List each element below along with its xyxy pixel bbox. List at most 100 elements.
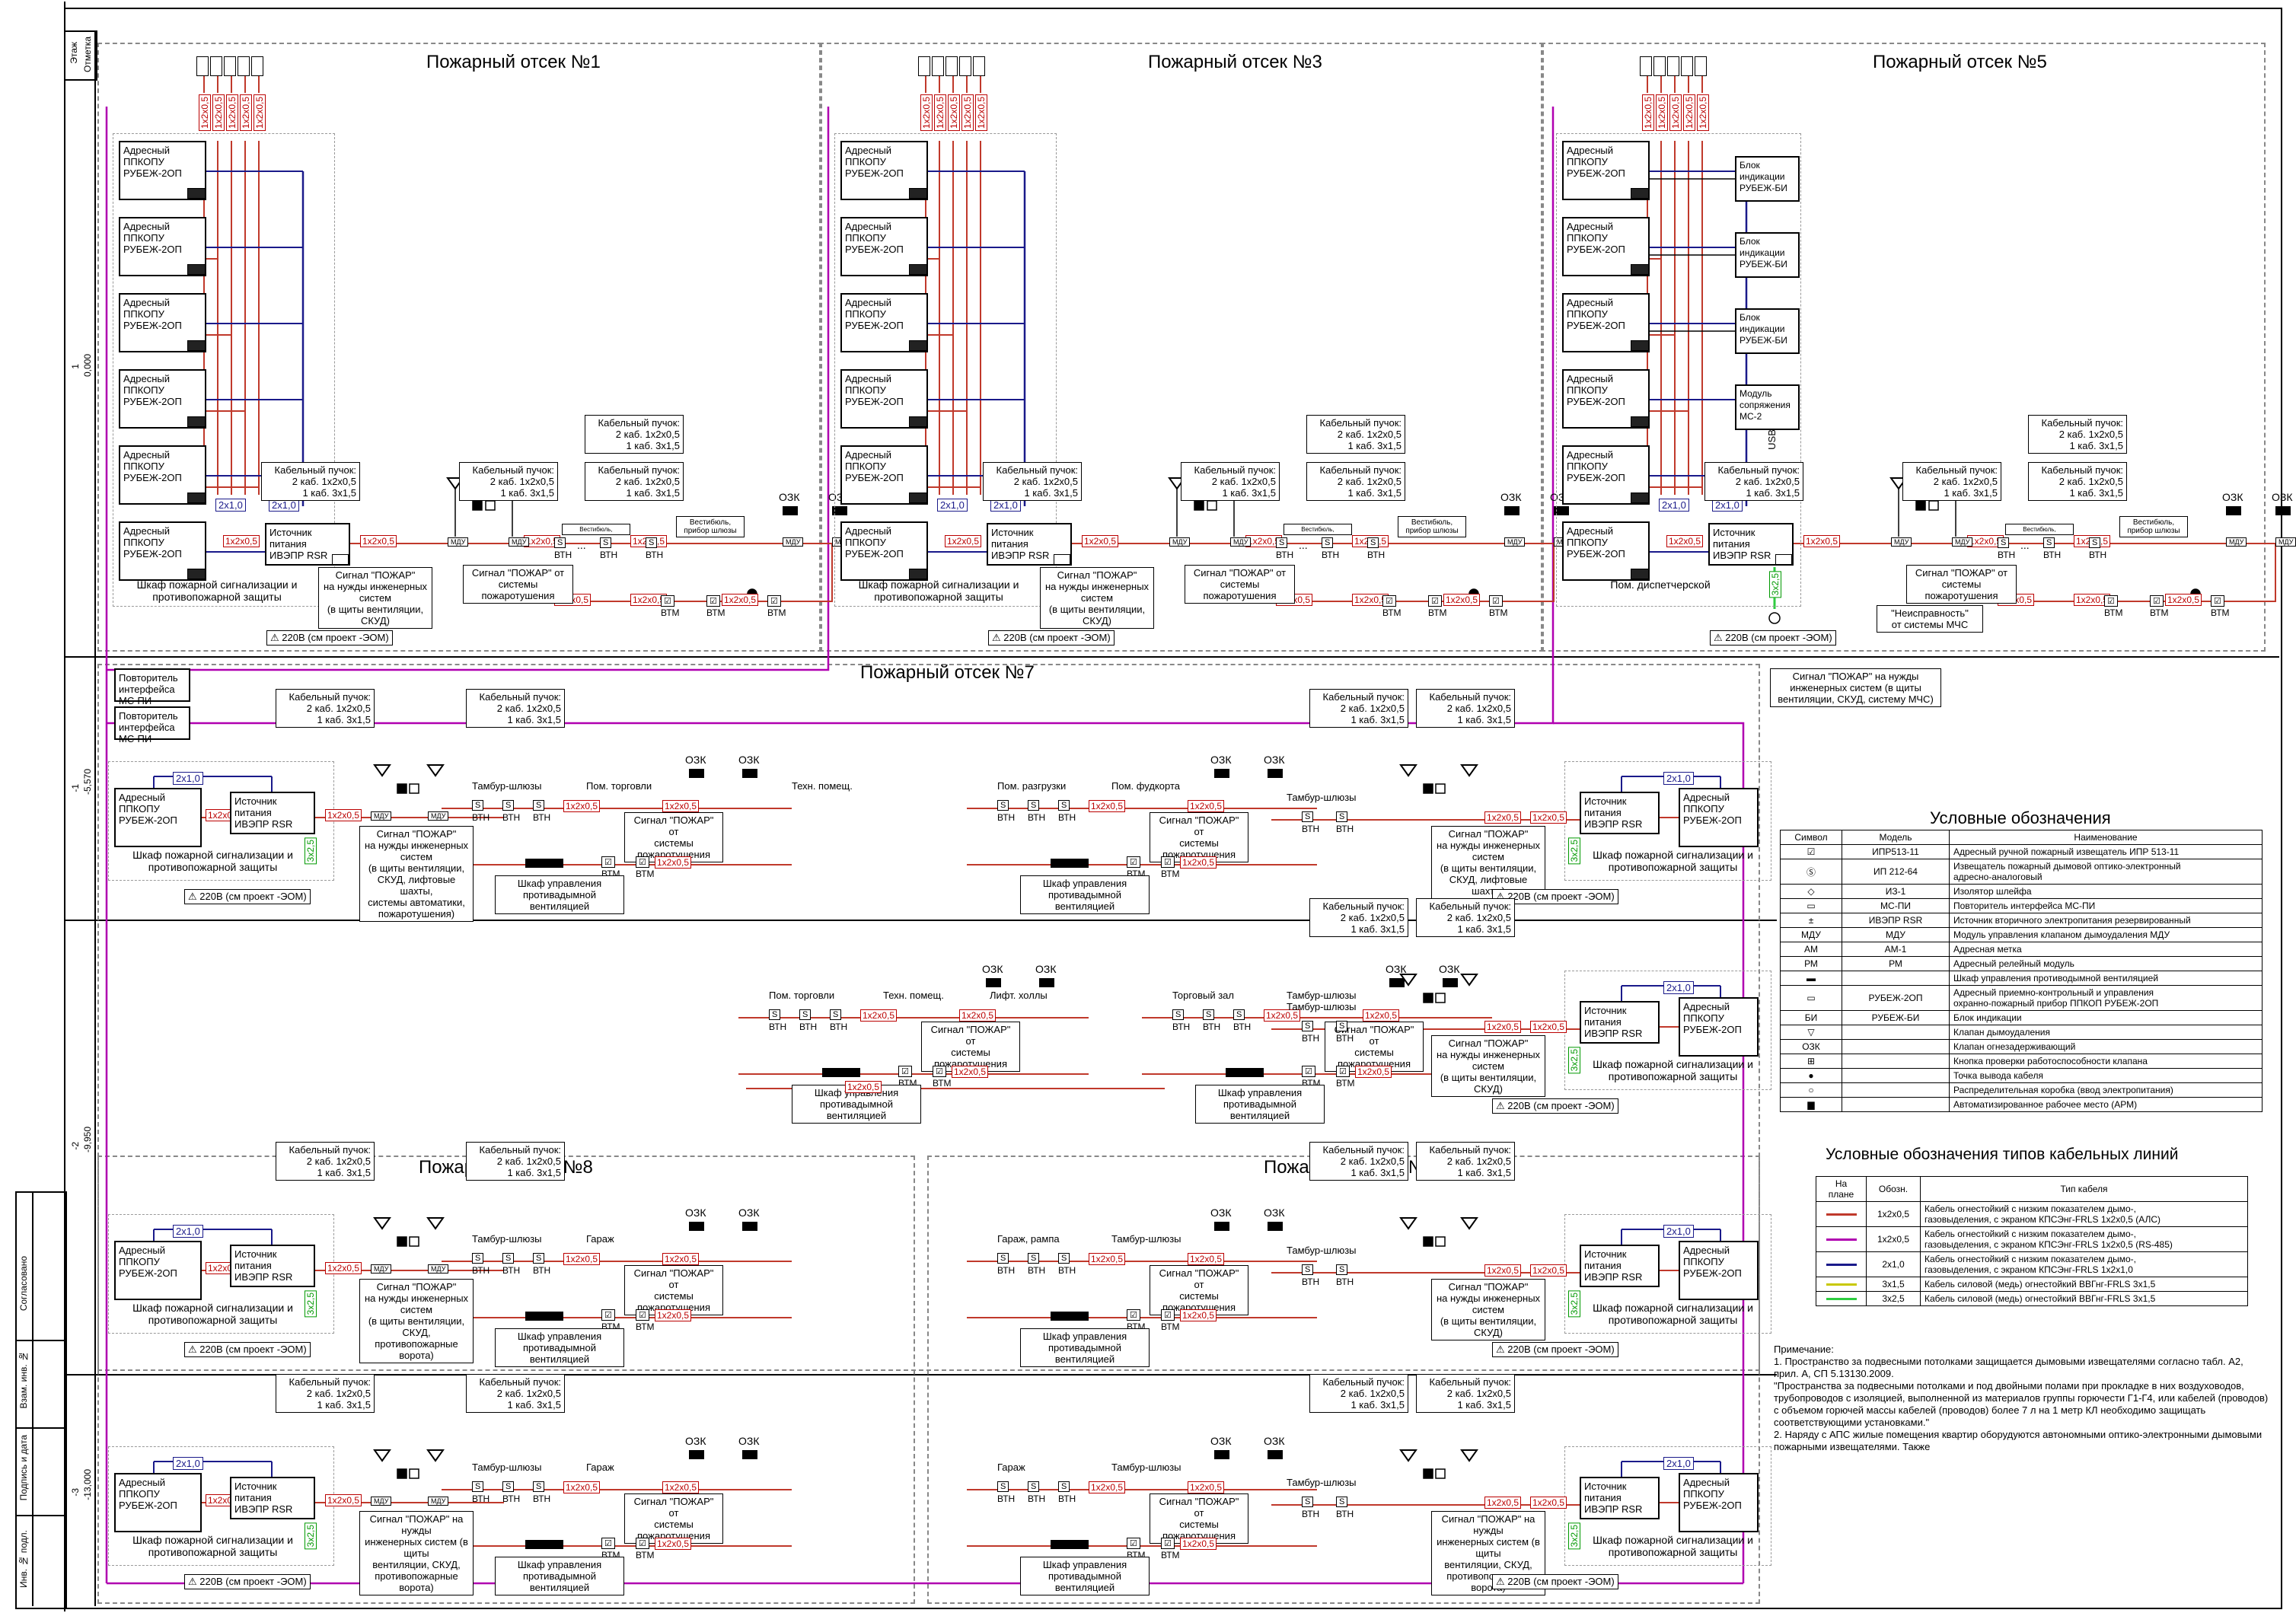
als-cable-label: 1х2х0,5 bbox=[655, 1538, 692, 1550]
vtn-label: ВТН bbox=[1367, 550, 1386, 560]
mdu-module: МДУ bbox=[1169, 537, 1191, 547]
fire-signal-note: Сигнал "ПОЖАР" на нужды инженерных систе… bbox=[359, 1511, 474, 1595]
cable-swatch-line bbox=[1826, 1297, 1857, 1300]
smoke-detector-icon bbox=[1681, 56, 1693, 76]
legend-symbol: ▬ bbox=[1780, 971, 1842, 986]
power-supply: Источник питания ИВЭПР RSR bbox=[1708, 523, 1794, 566]
legend-model: ИПР513-11 bbox=[1842, 844, 1950, 859]
power-cable-label: 3х2,5 bbox=[1568, 1047, 1580, 1074]
legend-name: Кнопка проверки работоспособности клапан… bbox=[1949, 1054, 2263, 1069]
floor-divider bbox=[64, 656, 2279, 658]
cable-swatch bbox=[1816, 1277, 1867, 1292]
power-cable-label: 3х2,5 bbox=[305, 1290, 317, 1318]
power-cable-label: 2х1,0 bbox=[937, 499, 968, 512]
als-cable-label: 1х2х0,5 bbox=[199, 94, 211, 132]
als-cable-label: 1х2х0,5 bbox=[722, 594, 759, 606]
cable-bundle-label: Кабельный пучок: 2 каб. 1х2х0,5 1 каб. 3… bbox=[983, 462, 1082, 501]
power-note: ⚠ 220В (см проект -ЭОМ) bbox=[1492, 1098, 1618, 1114]
cable-bundle-label: Кабельный пучок: 2 каб. 1х2х0,5 1 каб. 3… bbox=[585, 415, 684, 454]
fire-signal-note: Сигнал "ПОЖАР" на нужды инженерных систе… bbox=[359, 826, 474, 922]
vtn-label: ВТН bbox=[1302, 1277, 1320, 1287]
fire-damper-label: ОЗК bbox=[1264, 754, 1285, 766]
manual-call-point: ☑ bbox=[601, 1538, 615, 1549]
vtn-label: ВТН bbox=[472, 1265, 490, 1276]
legend-name: Адресный ручной пожарный извещатель ИПР … bbox=[1949, 844, 2263, 859]
ppkopu-icon bbox=[909, 416, 927, 427]
interface-repeater: Повторитель интерфейса МС-ПИ bbox=[114, 668, 190, 706]
fire-damper-icon bbox=[1268, 1222, 1283, 1231]
als-cable-label: 1х2х0,5 bbox=[1669, 94, 1682, 132]
ppkopu-controller: Адресный ППКОПУ РУБЕЖ-2ОП bbox=[114, 788, 202, 847]
smoke-detector: S bbox=[1276, 537, 1288, 548]
smoke-detector-icon bbox=[1667, 56, 1679, 76]
vtm-label: ВТМ bbox=[636, 1321, 655, 1332]
cable-bundle-label: Кабельный пучок: 2 каб. 1х2х0,5 1 каб. 3… bbox=[466, 689, 565, 728]
smoke-detector: S bbox=[997, 800, 1009, 811]
room-label: Тамбур-шлюзы bbox=[472, 1233, 542, 1245]
fire-damper-label: ОЗК bbox=[1439, 963, 1460, 975]
power-supply: Источник питания ИВЭПР RSR bbox=[230, 1245, 315, 1287]
fire-damper-icon bbox=[689, 1450, 704, 1459]
dots: ... bbox=[2020, 539, 2030, 551]
legend-model bbox=[1842, 1054, 1950, 1069]
mdu-module: МДУ bbox=[509, 537, 530, 547]
als-cable-label: 1х2х0,5 bbox=[1363, 1009, 1400, 1022]
cable-bundle-label: Кабельный пучок: 2 каб. 1х2х0,5 1 каб. 3… bbox=[1416, 1142, 1515, 1181]
fire-damper-icon bbox=[742, 1450, 757, 1459]
legend-model: МС-ПИ bbox=[1842, 898, 1950, 913]
smoke-detector-icon bbox=[1640, 56, 1652, 76]
power-supply: Источник питания ИВЭПР RSR bbox=[1580, 1245, 1660, 1287]
cabinet-caption: Шкаф пожарной сигнализации и противопожа… bbox=[1593, 849, 1753, 873]
smoke-control-cabinet: Шкаф управления противадымной вентиляцие… bbox=[1195, 1085, 1325, 1124]
power-cable-label: 2х1,0 bbox=[173, 1457, 203, 1470]
cable-swatch-line bbox=[1826, 1263, 1857, 1266]
als-cable-label: 1х2х0,5 bbox=[1484, 1264, 1522, 1277]
smoke-detector: S bbox=[502, 1481, 515, 1492]
ppkopu-controller: Адресный ППКОПУ РУБЕЖ-2ОП bbox=[1679, 788, 1759, 847]
room-label: Техн. помещ. bbox=[792, 780, 853, 792]
fire-signal-note: Сигнал "ПОЖАР" на нужды инженерных систе… bbox=[1431, 1279, 1545, 1340]
power-cable-label: 2х1,0 bbox=[215, 499, 246, 512]
vtn-label: ВТН bbox=[1028, 1265, 1046, 1276]
vtn-label: ВТН bbox=[472, 1493, 490, 1504]
ppkopu-icon bbox=[187, 264, 206, 275]
legend-symbol: ▭ bbox=[1780, 898, 1842, 913]
cable-code: 1х2х0,5 bbox=[1866, 1201, 1921, 1227]
ppkopu-controller: Адресный ППКОПУ РУБЕЖ-2ОП bbox=[1562, 217, 1650, 276]
smoke-detector: S bbox=[1172, 1009, 1185, 1020]
legend-symbol: Ⓢ bbox=[1780, 859, 1842, 885]
smoke-detector: S bbox=[600, 537, 612, 548]
power-note: ⚠ 220В (см проект -ЭОМ) bbox=[184, 889, 311, 904]
smoke-detector: S bbox=[997, 1481, 1009, 1492]
stamp-col-line bbox=[94, 30, 96, 1606]
als-cable-label: 1х2х0,5 bbox=[2165, 594, 2202, 606]
cable-name: Кабель огнестойкий с низким показателем … bbox=[1920, 1201, 2248, 1227]
legend-model: МДУ bbox=[1842, 927, 1950, 942]
mdu-module: МДУ bbox=[371, 1264, 392, 1274]
cable-swatch bbox=[1816, 1251, 1867, 1277]
ppkopu-icon bbox=[909, 188, 927, 199]
ppkopu-controller: Адресный ППКОПУ РУБЕЖ-2ОП bbox=[114, 1241, 202, 1300]
cabinet-caption: Шкаф пожарной сигнализации и противопожа… bbox=[858, 579, 1019, 603]
power-cable-label: 2х1,0 bbox=[1663, 981, 1694, 994]
smoke-detector-icon bbox=[1653, 56, 1666, 76]
ppkopu-icon bbox=[187, 493, 206, 503]
legend-title: Условные обозначения bbox=[1930, 808, 2111, 827]
power-cable-label: 3х2,5 bbox=[1568, 837, 1580, 865]
legend-name: Автоматизированное рабочее место (АРМ) bbox=[1949, 1097, 2263, 1112]
smoke-detector: S bbox=[1302, 1264, 1314, 1275]
power-note: ⚠ 220В (см проект -ЭОМ) bbox=[266, 630, 393, 646]
smoke-detector: S bbox=[1367, 537, 1379, 548]
indication-block: Блок индикации РУБЕЖ-БИ bbox=[1735, 232, 1800, 278]
ppkopu-icon bbox=[1631, 188, 1649, 199]
als-cable-label: 1х2х0,5 bbox=[1484, 1021, 1522, 1033]
mdu-module: МДУ bbox=[1504, 537, 1526, 547]
legend-name: Адресная метка bbox=[1949, 942, 2263, 957]
room-label: Тамбур-шлюзы bbox=[1287, 1245, 1357, 1256]
zone-title-3: Пожарный отсек №3 bbox=[1148, 52, 1322, 72]
smoke-detector: S bbox=[1028, 1481, 1040, 1492]
